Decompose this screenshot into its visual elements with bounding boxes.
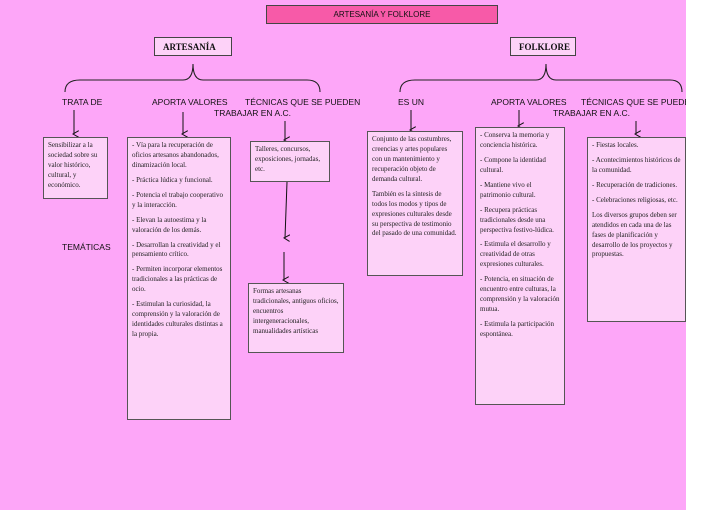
label-tecnicas-folklore-line1: TÉCNICAS QUE SE PUEDEN [581, 97, 686, 107]
artesania-value-item: - Desarrollan la creatividad y el pensam… [132, 240, 221, 259]
label-tecnicas-artesania-line1: TÉCNICAS QUE SE PUEDEN [245, 97, 361, 107]
box-tecnicas-folklore: - Fiestas locales. - Acontecimientos his… [587, 137, 686, 322]
diagram-canvas: ARTESANÍA Y FOLKLORE ARTESANÍA FOLKLORE [0, 0, 686, 510]
es-un-item: También es la síntesis de todos los modo… [372, 189, 457, 238]
artesania-value-item: - Potencia el trabajo cooperativo y la i… [132, 190, 223, 209]
es-un-item: Conjunto de las costumbres, creencias y … [372, 135, 452, 183]
folklore-value-item: - Estimula el desarrollo y creatividad d… [480, 240, 551, 269]
folklore-header: FOLKLORE [510, 37, 576, 56]
folklore-tecnica-item: Los diversos grupos deben ser atendidos … [592, 210, 677, 259]
diagram-title: ARTESANÍA Y FOLKLORE [266, 5, 498, 24]
folklore-tecnica-item: - Celebraciones religiosas, etc. [592, 195, 678, 204]
folklore-value-item: - Recupera prácticas tradicionales desde… [480, 205, 554, 234]
folklore-value-item: - Potencia, en situación de encuentro en… [480, 275, 560, 314]
box-tematicas: Formas artesanas tradicionales, antiguos… [248, 283, 344, 353]
folklore-tecnica-item: - Fiestas locales. [592, 141, 639, 149]
tematicas-text: Formas artesanas tradicionales, antiguos… [253, 287, 339, 335]
artesania-value-item: - Práctica lúdica y funcional. [132, 175, 213, 184]
label-es-un: ES UN [398, 97, 424, 107]
arrow-tematicas [285, 181, 287, 238]
folklore-tecnica-item: - Acontecimientos históricos de la comun… [592, 155, 681, 174]
tecnicas-artesania-text: Talleres, concursos, exposiciones, jorna… [255, 145, 321, 173]
artesania-brace [64, 63, 321, 93]
artesania-value-item: - Vía para la recuperación de oficios ar… [132, 141, 219, 169]
folklore-brace [399, 63, 683, 93]
trata-de-text: Sensibilizar a la sociedad sobre su valo… [48, 141, 98, 189]
folklore-value-item: - Compone la identidad cultural. [480, 155, 546, 174]
box-aporta-valores-folklore: - Conserva la memoria y conciencia histó… [475, 127, 565, 405]
artesania-value-item: - Permiten incorporar elementos tradicio… [132, 265, 223, 294]
folklore-value-item: - Mantiene vivo el patrimonio cultural. [480, 180, 536, 199]
connector-lines [64, 63, 683, 510]
artesania-value-item: - Estimulan la curiosidad, la comprensió… [132, 300, 223, 338]
label-tematicas: TEMÁTICAS [62, 242, 111, 252]
box-aporta-valores-artesania: - Vía para la recuperación de oficios ar… [127, 137, 231, 420]
label-tecnicas-folklore-line2: TRABAJAR EN A.C. [553, 108, 630, 118]
folklore-tecnica-item: - Recuperación de tradiciones. [592, 180, 678, 189]
box-trata-de: Sensibilizar a la sociedad sobre su valo… [43, 137, 108, 199]
label-tecnicas-artesania-line2: TRABAJAR EN A.C. [214, 108, 291, 118]
folklore-value-item: - Conserva la memoria y conciencia histó… [480, 131, 550, 149]
folklore-value-item: - Estimula la participación espontánea. [480, 320, 555, 338]
artesania-value-item: - Elevan la autoestima y la valoración d… [132, 215, 207, 234]
label-trata-de: TRATA DE [62, 97, 103, 107]
artesania-header: ARTESANÍA [154, 37, 232, 56]
box-tecnicas-artesania: Talleres, concursos, exposiciones, jorna… [250, 141, 330, 182]
label-aporta-valores-folklore: APORTA VALORES [491, 97, 567, 107]
box-es-un: Conjunto de las costumbres, creencias y … [367, 131, 463, 276]
label-aporta-valores-artesania: APORTA VALORES [152, 97, 228, 107]
